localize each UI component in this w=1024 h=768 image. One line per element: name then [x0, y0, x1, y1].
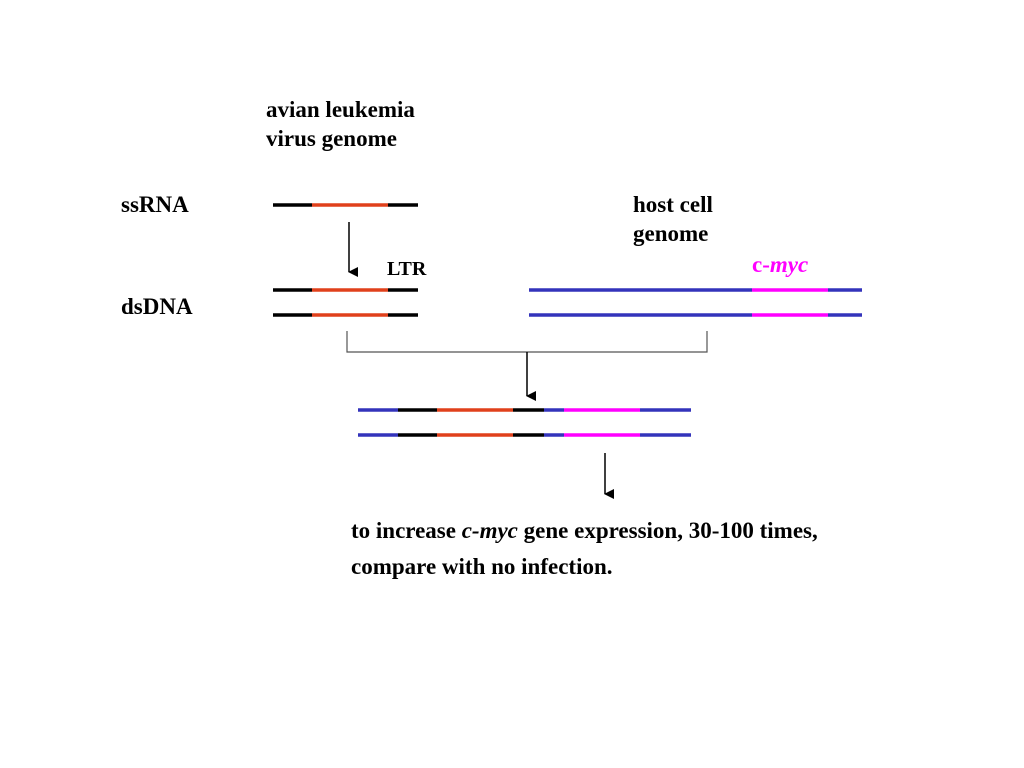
dsdna-label: dsDNA — [121, 294, 193, 319]
result-text-line1: to increase c-myc gene expression, 30-10… — [351, 513, 818, 549]
ltr-label: LTR — [387, 258, 427, 280]
cmyc-label: c-myc — [752, 250, 808, 279]
virus-genome-label: avian leukemia virus genome — [266, 95, 415, 153]
result-text-line1-start: to increase — [351, 518, 462, 543]
integrated-dsdna — [358, 408, 691, 437]
ssrna-label: ssRNA — [121, 192, 189, 217]
viral-dsdna — [273, 288, 418, 317]
host-genome-label-line2: genome — [633, 221, 709, 246]
integration-bracket — [346, 331, 708, 353]
cmyc-label-italic: myc — [769, 252, 809, 277]
host-genome-label-line1: host cell — [633, 192, 713, 217]
virus-genome-label-line2: virus genome — [266, 126, 397, 151]
result-text-gene-name: c-myc — [461, 518, 518, 543]
host-genome-label: host cell genome — [633, 190, 713, 248]
result-text: to increase c-myc gene expression, 30-10… — [351, 513, 818, 585]
result-text-line2: compare with no infection. — [351, 554, 613, 579]
result-text-line1-end: gene expression, 30-100 times, — [517, 518, 818, 543]
host-dsdna — [529, 288, 862, 317]
virus-genome-label-line1: avian leukemia — [266, 97, 415, 122]
cmyc-label-prefix: c- — [752, 252, 770, 277]
